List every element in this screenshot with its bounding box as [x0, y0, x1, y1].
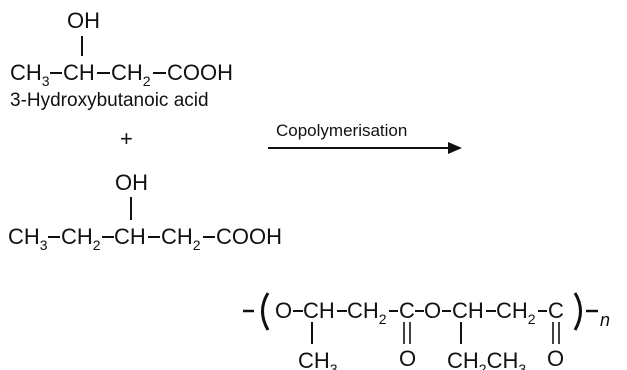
r2-methylene-b: CH2 [161, 224, 201, 253]
p-keto-o2: O [547, 346, 564, 370]
repeat-count-n: n [600, 310, 610, 330]
r2-carboxyl: COOH [216, 224, 282, 249]
r1-methine: CH [63, 60, 95, 85]
r2-methylene-a: CH2 [61, 224, 101, 253]
r2-methyl: CH3 [8, 224, 48, 253]
plus-sign: + [120, 126, 133, 151]
p-carbonyl-2: C [548, 298, 564, 323]
reaction-arrow: Copolymerisation [268, 121, 462, 154]
arrow-head [448, 142, 462, 154]
p-methine-1: CH [303, 298, 335, 323]
right-bracket [573, 292, 582, 331]
left-bracket [261, 292, 270, 331]
p-ethyl-substituent: CH2CH3 [447, 348, 526, 370]
r2-hydroxyl: OH [115, 170, 148, 195]
p-ether-o1: O [275, 298, 292, 323]
r1-hydroxyl: OH [67, 8, 100, 33]
r1-methylene: CH2 [111, 60, 151, 89]
p-carbonyl-1: C [399, 298, 415, 323]
r1-carboxyl: COOH [167, 60, 233, 85]
p-methyl-substituent: CH3 [298, 348, 338, 370]
p-ether-o2: O [424, 298, 441, 323]
arrow-label: Copolymerisation [276, 121, 407, 140]
r1-methyl: CH3 [10, 60, 50, 89]
p-methylene-1: CH2 [347, 298, 387, 327]
p-keto-o1: O [399, 346, 416, 370]
r2-methine: CH [114, 224, 146, 249]
p-methine-2: CH [452, 298, 484, 323]
p-methylene-2: CH2 [496, 298, 536, 327]
reactant-3-hydroxybutanoic-acid: OH CH3 CH CH2 COOH 3-Hydroxybutanoic aci… [10, 8, 233, 111]
reactant-3-hydroxypentanoic-acid: OH CH3 CH2 CH CH2 COOH [8, 170, 282, 253]
product-copolymer: O CH CH2 C O CH CH2 C CH3 O CH2CH3 O n [243, 292, 610, 370]
r1-name-label: 3-Hydroxybutanoic acid [10, 90, 209, 111]
